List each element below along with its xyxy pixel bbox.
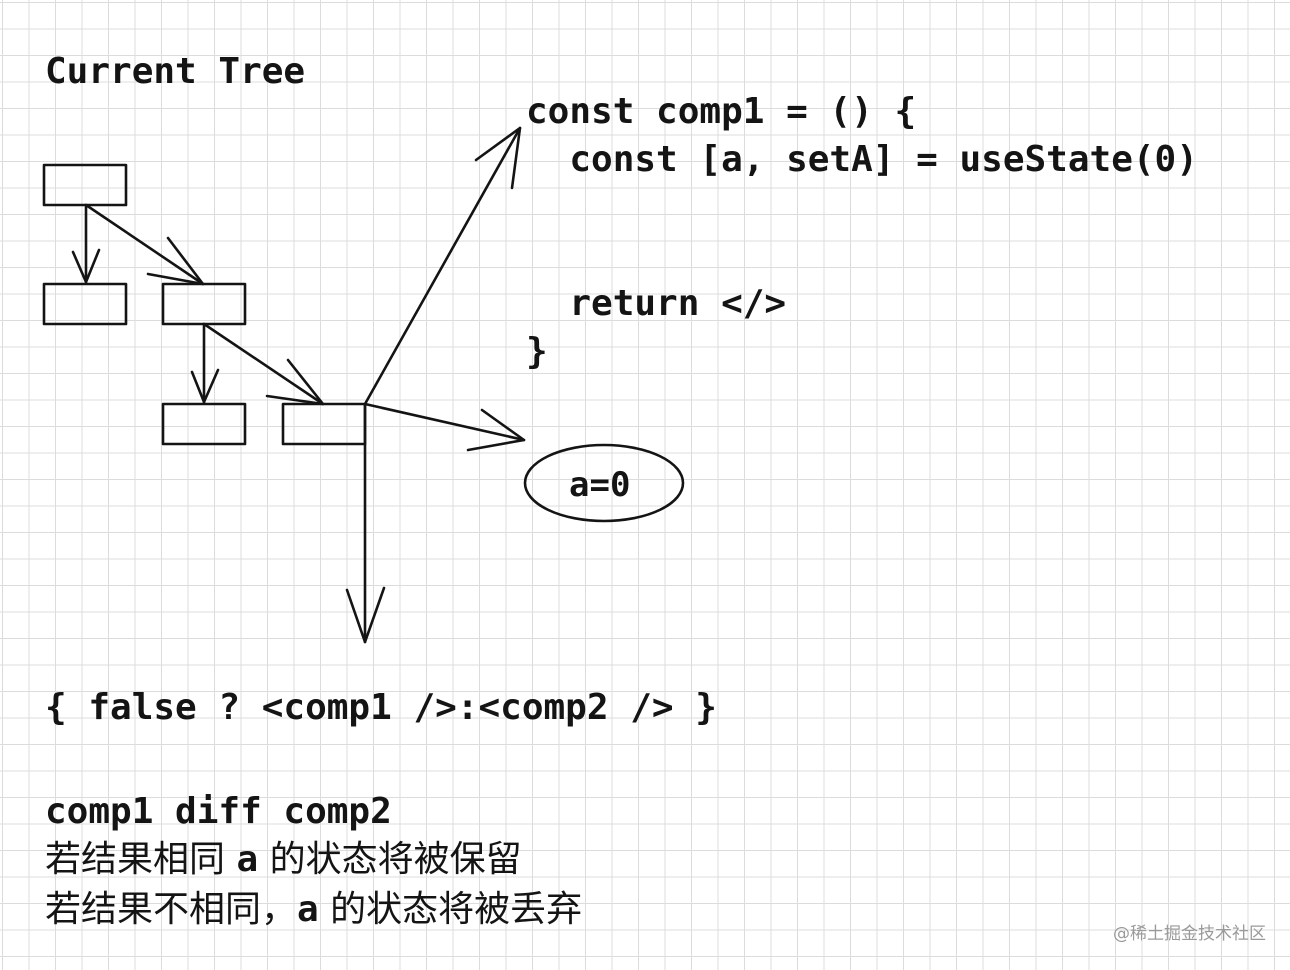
arrowhead-root-left — [71, 248, 101, 284]
arrowhead-right-left — [190, 368, 220, 404]
edge-root-to-right — [84, 203, 205, 286]
notes-line-2-prefix: 若结果相同 — [45, 839, 237, 880]
notes-line-3-suffix: 的状态将被丢弃 — [318, 889, 583, 930]
state-ellipse — [523, 443, 685, 523]
tree-node-root — [42, 163, 128, 207]
arrow-to-state — [363, 402, 526, 442]
tree-node-child-right — [161, 282, 247, 326]
notes-line-1: comp1 diff comp2 — [45, 791, 392, 832]
conditional-expression: { false ? <comp1 />:<comp2 /> } — [45, 687, 717, 728]
code-line-2: const [a, setA] = useState(0) — [526, 139, 1198, 180]
tree-node-grandchild-left — [161, 402, 247, 446]
code-line-3: return </> — [526, 283, 787, 324]
notes-line-3-prefix: 若结果不相同， — [45, 889, 298, 930]
watermark: @稀土掘金技术社区 — [1113, 924, 1266, 944]
notes-line-2: 若结果相同 a 的状态将被保留 — [45, 842, 522, 878]
arrowhead-root-right — [146, 236, 205, 286]
tree-node-grandchild-right — [281, 402, 367, 446]
diagram-title: Current Tree — [45, 51, 306, 92]
code-line-4: } — [526, 331, 548, 372]
arrowhead-to-state — [466, 408, 526, 452]
notes-line-3-var: a — [297, 889, 319, 930]
notes-line-3: 若结果不相同，a 的状态将被丢弃 — [45, 892, 582, 928]
state-label: a=0 — [569, 465, 631, 505]
tree-node-child-left — [42, 282, 128, 326]
code-line-1: const comp1 = () { — [526, 91, 917, 132]
arrowhead-right-right — [265, 358, 325, 406]
arrowhead-to-code — [474, 126, 522, 190]
notes-line-2-suffix: 的状态将被保留 — [258, 839, 522, 880]
arrow-to-code — [363, 126, 522, 406]
notes-line-2-var: a — [236, 839, 259, 880]
edge-right-to-right — [202, 322, 325, 406]
arrowhead-down — [345, 586, 386, 644]
